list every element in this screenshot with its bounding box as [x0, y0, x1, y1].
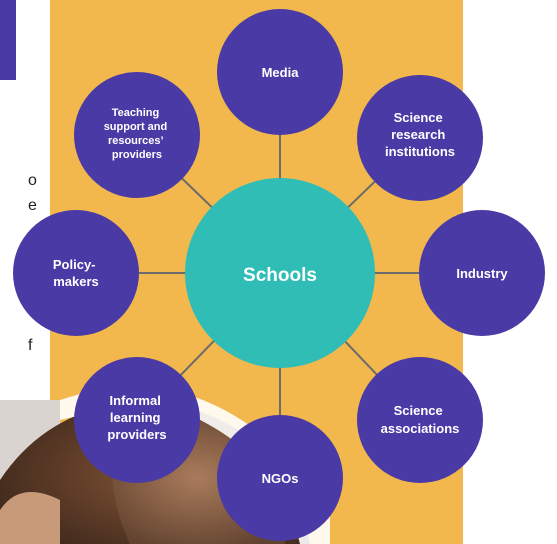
node-label: Policy- makers — [53, 257, 99, 289]
node-label: Teaching support and resources’ provider… — [104, 107, 171, 161]
cropped-text-fragment: o — [28, 172, 37, 189]
center-node-label: Schools — [243, 265, 317, 286]
node-label: Media — [262, 65, 300, 80]
cropped-text-fragment: e — [28, 197, 37, 214]
node-policy-makers: Policy- makers — [13, 210, 139, 336]
center-node — [185, 178, 375, 368]
node-label: NGOs — [262, 471, 299, 486]
node-ngos: NGOs — [217, 415, 343, 541]
node-science-research-institutions: Science research institutions — [357, 75, 483, 201]
node-media: Media — [217, 9, 343, 135]
cropped-text-fragment: f — [28, 337, 33, 354]
node-label: Science research institutions — [385, 110, 455, 159]
node-label: Informal learning providers — [107, 393, 166, 442]
node-industry: Industry — [419, 210, 545, 336]
node-label: Science associations — [381, 403, 460, 436]
node-science-associations: Science associations — [357, 357, 483, 483]
purple-accent-block — [0, 0, 16, 80]
node-teaching-support-providers: Teaching support and resources’ provider… — [74, 72, 200, 198]
node-label: Industry — [456, 266, 508, 281]
node-informal-learning-providers: Informal learning providers — [74, 357, 200, 483]
